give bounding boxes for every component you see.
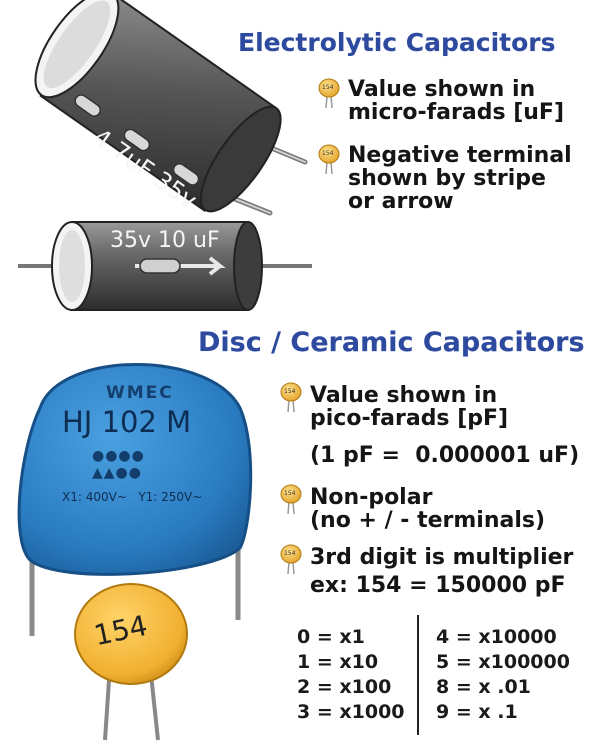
- ceramic-ratings-text: X1: 400V~ Y1: 250V~: [62, 490, 203, 504]
- multiplier-left-2: 2 = x100: [297, 676, 392, 698]
- electrolytic-bullet-1-line-2: micro-farads [uF]: [348, 100, 565, 125]
- bullet-capacitor-icon: 154: [280, 382, 302, 412]
- ceramic-bullet-2-line-2: (no + / - terminals): [310, 508, 546, 533]
- axial-electrolytic-capacitor: [18, 221, 312, 311]
- ceramic-bullet-2-line-1: Non-polar: [310, 485, 433, 510]
- bullet-capacitor-icon: 154: [280, 484, 302, 514]
- ceramic-bullet-1-line-3: (1 pF = 0.000001 uF): [310, 443, 580, 468]
- axial-capacitor-label: 35v 10 uF: [110, 228, 220, 253]
- multiplier-left-1: 1 = x10: [297, 651, 379, 673]
- ceramic-brand-text: WMEC: [106, 383, 174, 403]
- electrolytic-bullet-1-line-1: Value shown in: [348, 77, 536, 102]
- electrolytic-bullet-2-line-2: shown by stripe: [348, 166, 546, 191]
- ceramic-bullet-1-line-1: Value shown in: [310, 383, 498, 408]
- ceramic-capacitor-blue: [17, 363, 253, 636]
- bullet-capacitor-icon: 154: [318, 78, 340, 108]
- multiplier-right-3: 9 = x .1: [436, 701, 518, 723]
- multiplier-right-0: 4 = x10000: [436, 626, 557, 648]
- certification-marks-icon: ●●●●▲▲●●: [92, 448, 145, 481]
- radial-electrolytic-capacitor: [34, 0, 308, 216]
- electrolytic-bullet-2-line-3: or arrow: [348, 189, 454, 214]
- bullet-capacitor-icon: 154: [318, 144, 340, 174]
- ceramic-heading: Disc / Ceramic Capacitors: [198, 327, 585, 358]
- ceramic-bullet-3-line-1: 3rd digit is multiplier: [310, 545, 574, 570]
- electrolytic-bullet-2-line-1: Negative terminal: [348, 143, 572, 168]
- multiplier-right-1: 5 = x100000: [436, 651, 570, 673]
- electrolytic-heading: Electrolytic Capacitors: [238, 28, 556, 57]
- ceramic-bullet-1-line-2: pico-farads [pF]: [310, 406, 509, 431]
- bullet-capacitor-icon: 154: [280, 544, 302, 574]
- multiplier-right-2: 8 = x .01: [436, 676, 531, 698]
- ceramic-bullet-3-line-2: ex: 154 = 150000 pF: [310, 573, 566, 598]
- multiplier-left-0: 0 = x1: [297, 626, 365, 648]
- ceramic-code-text: HJ 102 M: [62, 405, 192, 439]
- multiplier-left-3: 3 = x1000: [297, 701, 405, 723]
- disc-capacitor-yellow: [74, 583, 188, 741]
